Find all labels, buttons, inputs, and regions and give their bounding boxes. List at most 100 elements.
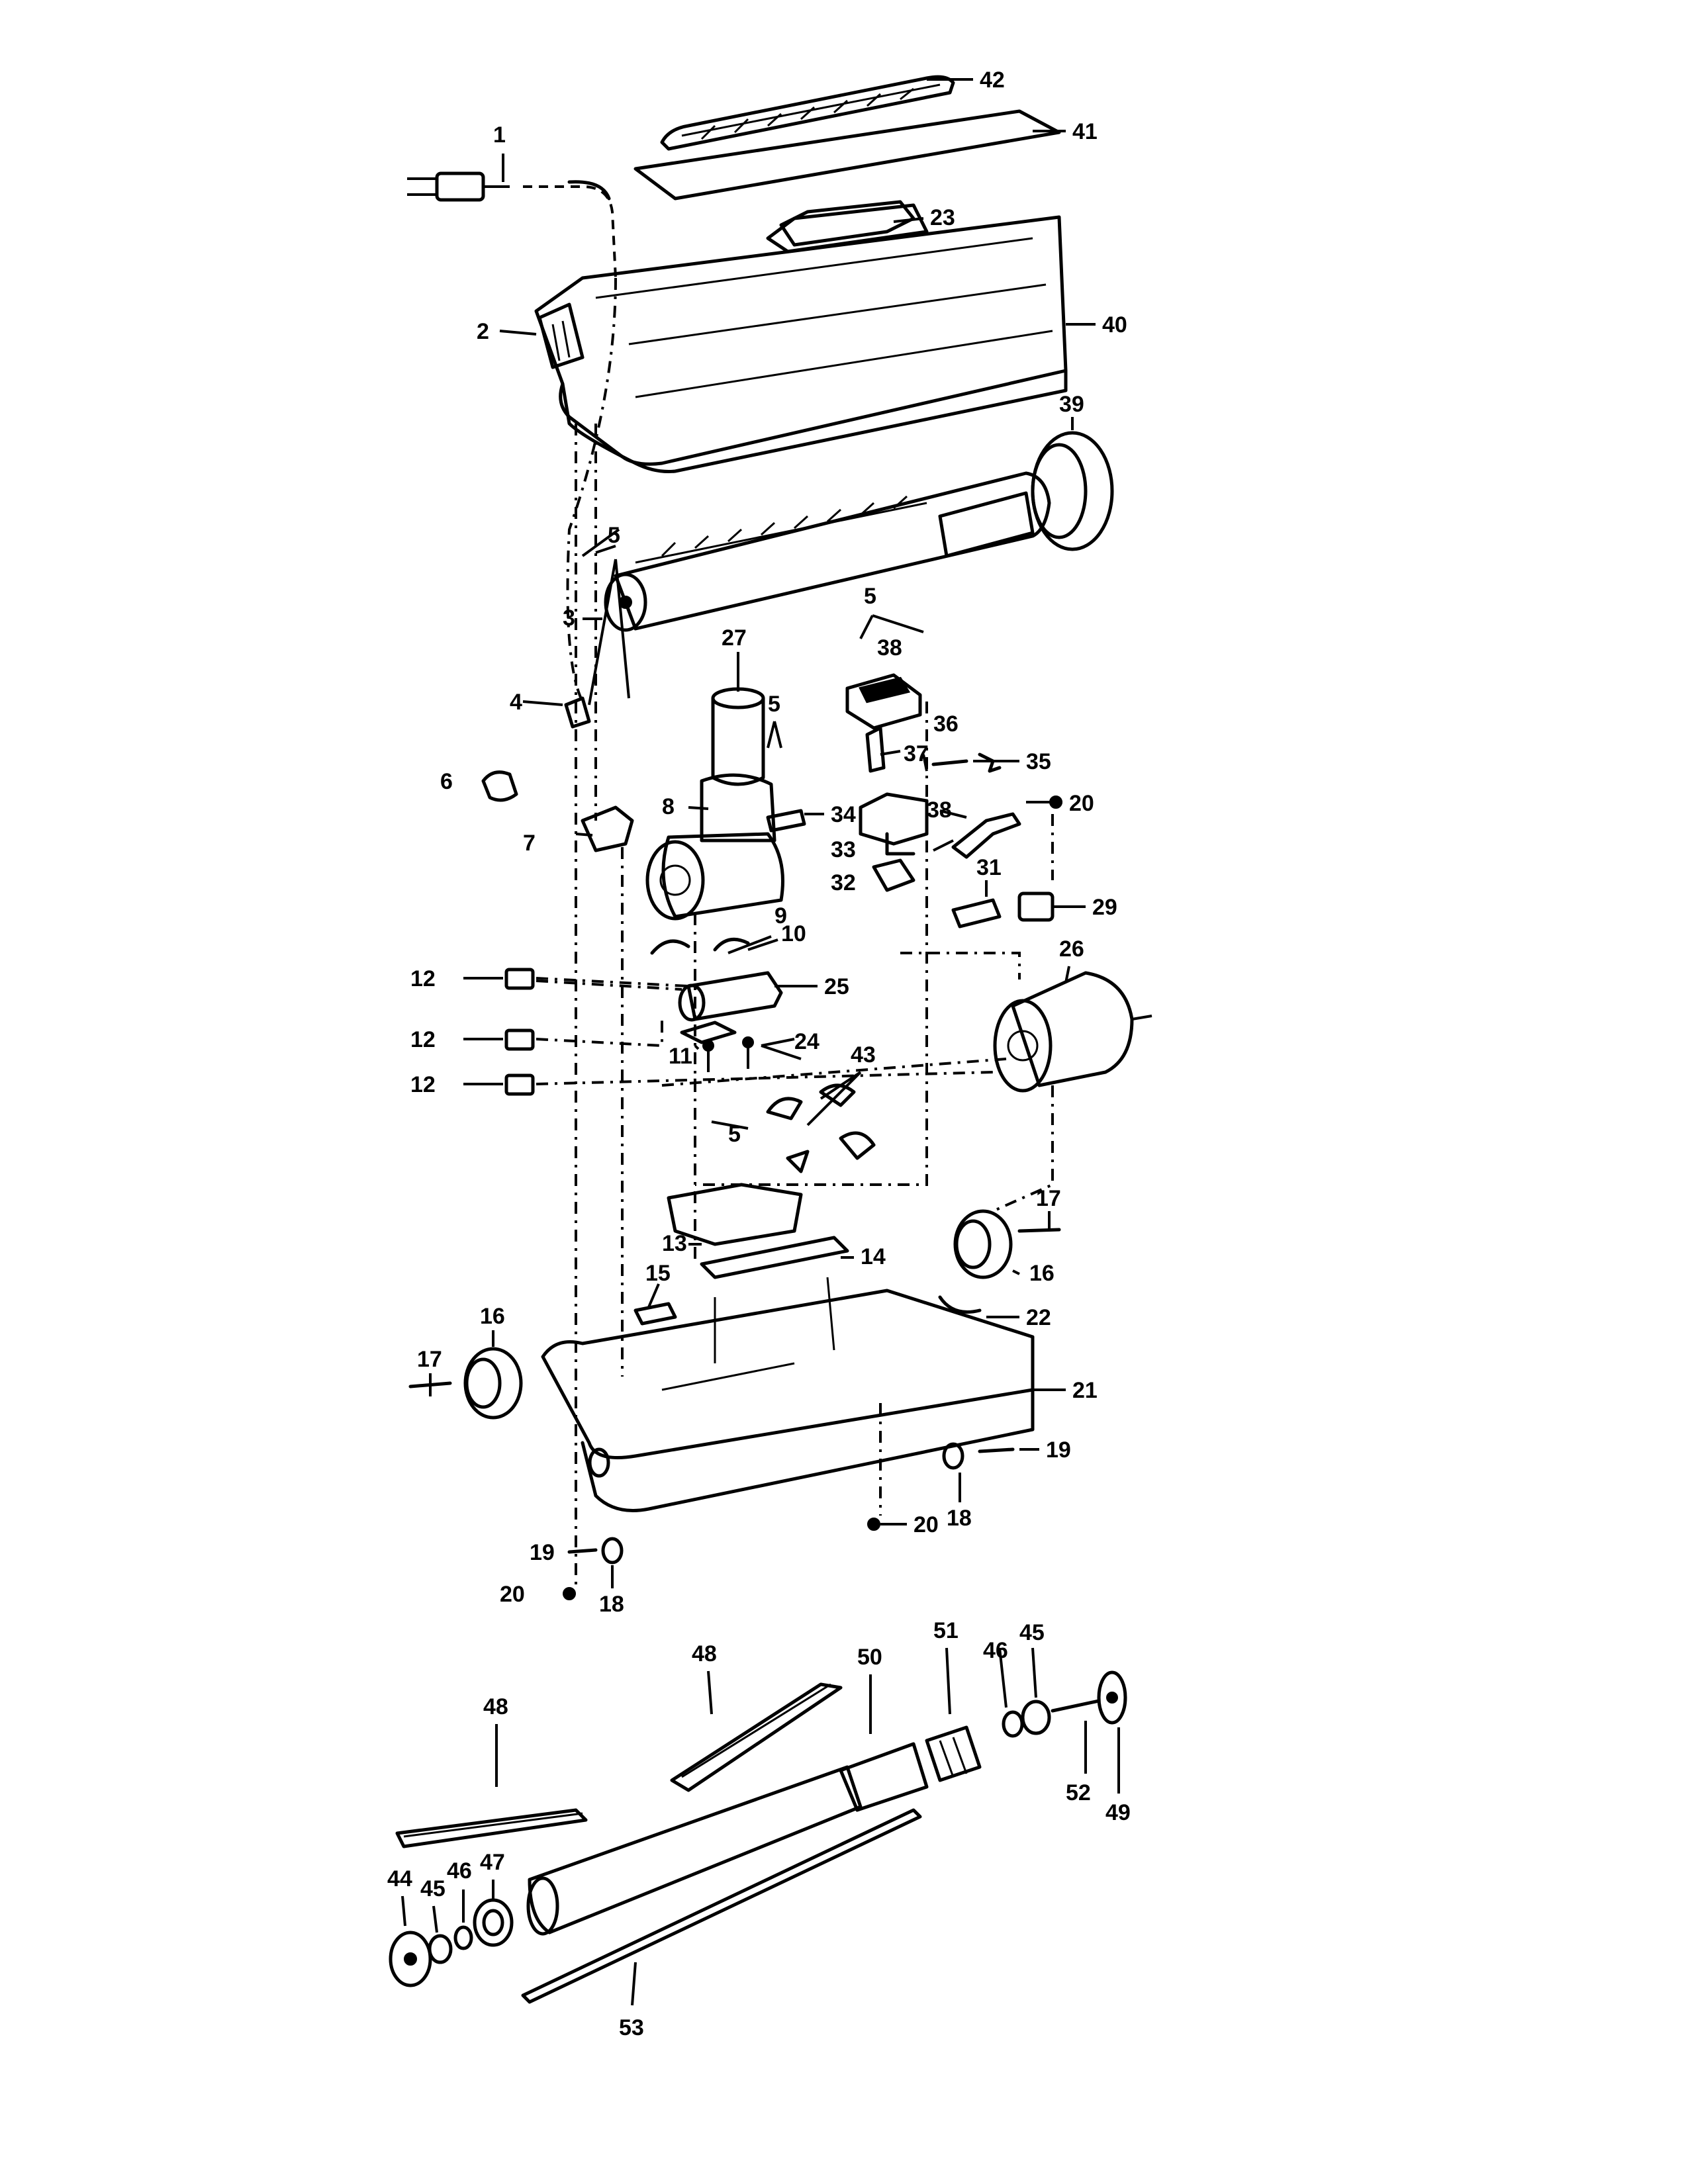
callout-16-left: 16: [480, 1304, 505, 1329]
callout-27: 27: [722, 625, 747, 651]
part-27-suction-tube: [711, 687, 765, 786]
callout-19-right: 19: [1046, 1437, 1071, 1463]
part-29-connector: [1017, 891, 1055, 922]
part-44-end-cap-left: [389, 1931, 432, 1987]
callout-19-left: 19: [530, 1540, 555, 1565]
callout-15: 15: [645, 1261, 671, 1286]
part-48-bristle-strip-upper: [670, 1682, 843, 1792]
callout-13: 13: [662, 1231, 687, 1256]
callout-40: 40: [1102, 312, 1127, 338]
callout-12-middle: 12: [410, 1027, 436, 1052]
callout-49: 49: [1105, 1800, 1131, 1825]
part-45-bearing-left: [428, 1934, 453, 1964]
callout-17-left: 17: [417, 1347, 442, 1372]
part-17-axle-right: [1017, 1228, 1061, 1233]
callout-6: 6: [440, 769, 453, 794]
callout-47: 47: [480, 1850, 505, 1875]
callout-46-right: 46: [983, 1638, 1008, 1663]
part-49-end-cap-right: [1097, 1670, 1127, 1725]
callout-25: 25: [824, 974, 849, 999]
part-2-headlight-lens: [538, 302, 585, 369]
part-38-lever: [951, 812, 1021, 859]
part-43-clips: [766, 1083, 876, 1173]
callout-18-right: 18: [947, 1506, 972, 1531]
part-22-clip: [938, 1295, 982, 1314]
callout-29: 29: [1092, 895, 1117, 920]
part-53-brush-strip: [521, 1808, 922, 2004]
part-51-pulley: [925, 1725, 982, 1782]
part-3-brushroll-assembly: [604, 471, 1051, 632]
part-7-cord-retainer: [575, 805, 634, 852]
part-15-clip: [633, 1302, 677, 1326]
callout-12-bottom: 12: [410, 1072, 436, 1097]
callout-5-c: 5: [768, 692, 780, 717]
callout-37: 37: [904, 741, 929, 766]
callout-9: 9: [774, 903, 787, 929]
callout-12-top: 12: [410, 966, 436, 991]
callout-38-lower: 38: [927, 797, 952, 823]
part-9-wire-clip: [650, 939, 690, 955]
part-1-power-cord: [407, 171, 617, 279]
part-18-washer-left: [601, 1537, 624, 1565]
part-16-wheel-left: [463, 1347, 523, 1420]
part-8-fan-housing: [645, 773, 784, 921]
part-52-shaft: [1051, 1699, 1101, 1713]
callout-39: 39: [1059, 392, 1084, 417]
part-25-switch: [678, 971, 783, 1022]
part-33-bracket: [859, 792, 929, 856]
part-10-wire-clip: [713, 937, 750, 952]
part-32-clip: [872, 858, 915, 892]
assembly-lines: [536, 277, 1054, 1588]
callout-5-a: 5: [608, 523, 620, 548]
callout-20-left: 20: [500, 1582, 525, 1607]
part-4-cord-grommet: [564, 696, 591, 729]
part-46-washer-left: [453, 1925, 473, 1950]
callout-51: 51: [933, 1618, 959, 1643]
part-48-bristle-strip-lower: [395, 1808, 588, 1848]
callout-21: 21: [1072, 1378, 1098, 1403]
callout-20-bottom: 20: [914, 1512, 939, 1537]
callout-53: 53: [619, 2015, 644, 2040]
callout-50: 50: [857, 1645, 882, 1670]
callout-8: 8: [662, 794, 675, 819]
part-37-clip: [865, 726, 886, 773]
part-12-terminal-bottom: [463, 1073, 535, 1096]
callout-43: 43: [851, 1042, 876, 1068]
callout-41: 41: [1072, 119, 1098, 144]
part-26-motor: [993, 971, 1152, 1093]
callout-18-left: 18: [599, 1592, 624, 1617]
part-24-screws: [702, 1036, 754, 1072]
part-16-wheel-right: [953, 1209, 1013, 1279]
part-39-end-cap-ring: [1031, 431, 1114, 551]
callout-3-left: 3: [563, 606, 575, 631]
part-31-terminal: [951, 898, 1002, 929]
callout-52: 52: [1066, 1780, 1091, 1805]
part-19-pin-left: [567, 1548, 598, 1554]
callout-33: 33: [831, 837, 856, 862]
part-50-brush-dowel: [526, 1742, 929, 1936]
callout-labels: 1 2 3 3 4 5 5 5 5 6 7 8 9 10 11 12 12 12…: [387, 68, 1131, 2040]
callout-11: 11: [669, 1044, 692, 1069]
callout-34: 34: [831, 802, 856, 827]
callout-48-lower: 48: [483, 1694, 508, 1719]
callout-42: 42: [980, 68, 1005, 93]
callout-48-upper: 48: [692, 1641, 717, 1666]
callout-5-d: 5: [728, 1122, 741, 1147]
callout-32: 32: [831, 870, 856, 895]
callout-26: 26: [1059, 936, 1084, 962]
part-13-bracket: [667, 1183, 803, 1246]
callout-35: 35: [1026, 749, 1051, 774]
part-42-handle-grip: [660, 75, 955, 151]
part-46-washer-right: [1002, 1710, 1024, 1738]
callout-1: 1: [493, 122, 506, 148]
callout-14: 14: [861, 1244, 886, 1269]
part-12-terminal-top: [463, 968, 535, 990]
callout-46-left: 46: [447, 1858, 472, 1884]
part-45-bearing-right: [1021, 1700, 1051, 1735]
callout-10: 10: [781, 921, 806, 946]
callout-23: 23: [930, 205, 955, 230]
callout-44: 44: [387, 1866, 412, 1891]
part-35-spring: [978, 752, 1002, 773]
part-6-cord-clip: [481, 770, 518, 802]
